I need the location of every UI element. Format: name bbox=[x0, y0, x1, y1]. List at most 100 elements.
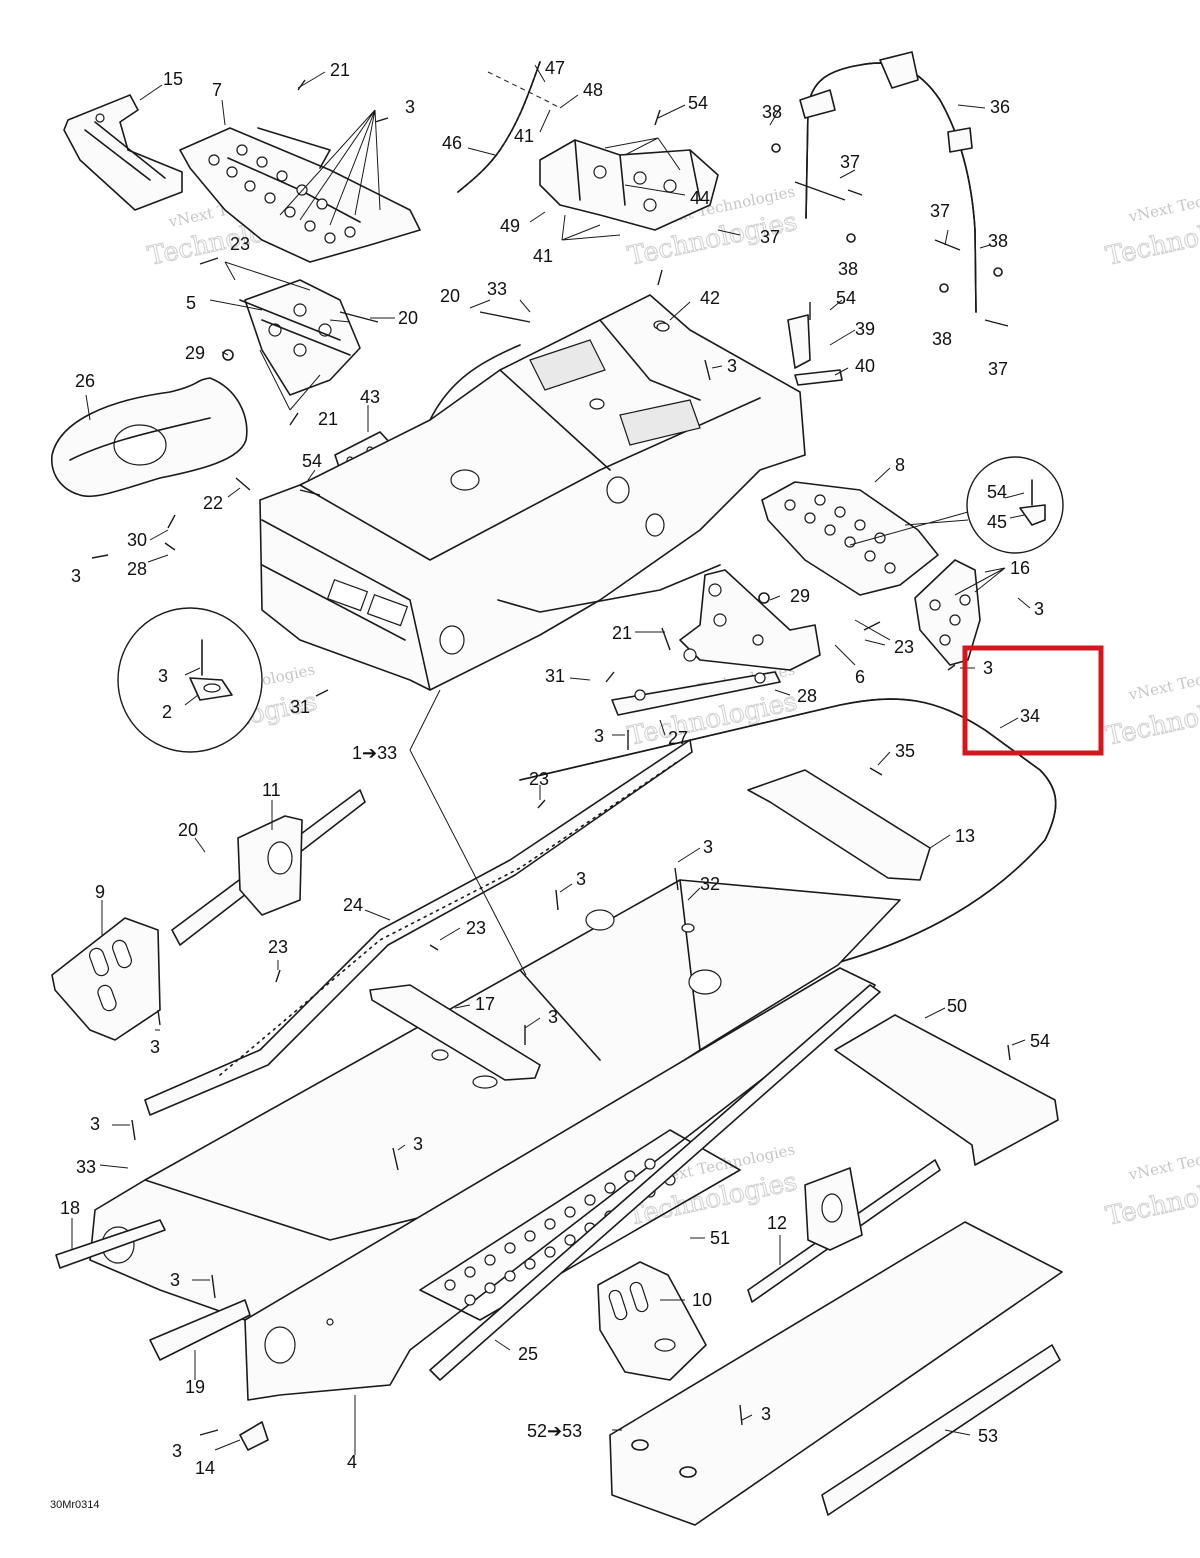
callout-label: 21 bbox=[318, 409, 338, 429]
callout-label: 46 bbox=[442, 133, 462, 153]
callout-label: 20 bbox=[440, 286, 460, 306]
part-18-bracket bbox=[55, 1219, 166, 1269]
part-44-bracket bbox=[539, 139, 719, 231]
callout-label: 3 bbox=[90, 1114, 100, 1134]
part-6-bracket bbox=[679, 569, 821, 671]
callout-label: 3 bbox=[1034, 599, 1044, 619]
callout-label: 3 bbox=[594, 726, 604, 746]
part-10-bracket bbox=[597, 1261, 707, 1381]
callout-label: 36 bbox=[990, 97, 1010, 117]
callout-label: 3 bbox=[727, 356, 737, 376]
detail-circle-2-3 bbox=[117, 607, 263, 753]
part-52-panel bbox=[609, 1221, 1063, 1526]
callout-label: 41 bbox=[533, 246, 553, 266]
callout-label: 6 bbox=[855, 667, 865, 687]
watermark-text: vNext Technologies bbox=[1126, 1135, 1200, 1184]
callout-label: 26 bbox=[75, 371, 95, 391]
part-26-guard bbox=[51, 377, 248, 498]
callout-label: 3 bbox=[983, 658, 993, 678]
callout-label: 49 bbox=[500, 216, 520, 236]
callout-label: 3 bbox=[761, 1404, 771, 1424]
callout-label: 40 bbox=[855, 356, 875, 376]
callout-label: 50 bbox=[947, 996, 967, 1016]
callout-label: 13 bbox=[955, 826, 975, 846]
callout-label: 47 bbox=[545, 58, 565, 78]
callout-label: 32 bbox=[700, 874, 720, 894]
part-11-bracket bbox=[171, 789, 366, 946]
callout-label: 23 bbox=[230, 234, 250, 254]
part-46-cable bbox=[457, 61, 561, 193]
callout-label: 37 bbox=[760, 227, 780, 247]
callout-label: 44 bbox=[690, 188, 710, 208]
fasteners bbox=[91, 79, 1011, 1436]
part-53-strip bbox=[821, 1344, 1061, 1516]
part-24-rail bbox=[144, 739, 693, 1116]
callout-label: 54 bbox=[1030, 1031, 1050, 1051]
callout-label: 1➔33 bbox=[352, 743, 397, 763]
callout-label: 23 bbox=[466, 918, 486, 938]
callout-label: 8 bbox=[895, 455, 905, 475]
callout-label: 3 bbox=[548, 1007, 558, 1027]
part-8-skid-plate bbox=[761, 481, 939, 596]
diagram-code: 30Mr0314 bbox=[50, 1499, 100, 1511]
callout-label: 52➔53 bbox=[527, 1421, 582, 1441]
callout-labels: 15 7 21 3 47 48 46 41 54 38 36 37 44 49 … bbox=[60, 58, 1050, 1478]
callout-label: 27 bbox=[668, 728, 688, 748]
part-13-plate bbox=[747, 769, 931, 881]
callout-label: 3 bbox=[170, 1270, 180, 1290]
callout-label: 23 bbox=[529, 769, 549, 789]
callout-label: 23 bbox=[268, 937, 288, 957]
callout-label: 29 bbox=[790, 586, 810, 606]
callout-label: 37 bbox=[930, 201, 950, 221]
part-36-hoop bbox=[799, 51, 977, 313]
callout-label: 14 bbox=[195, 1458, 215, 1478]
callout-label: 31 bbox=[290, 697, 310, 717]
part-12-bracket bbox=[747, 1159, 941, 1303]
callout-label: 54 bbox=[302, 451, 322, 471]
callout-label: 20 bbox=[178, 820, 198, 840]
part-39-40 bbox=[787, 314, 843, 386]
callout-label: 28 bbox=[127, 559, 147, 579]
callout-label: 25 bbox=[518, 1344, 538, 1364]
callout-label: 28 bbox=[797, 686, 817, 706]
callout-label: 38 bbox=[932, 329, 952, 349]
callout-label: 3 bbox=[71, 566, 81, 586]
callout-label: 33 bbox=[76, 1157, 96, 1177]
part-17-bracket bbox=[369, 984, 541, 1081]
callout-label: 3 bbox=[150, 1037, 160, 1057]
callout-label: 54 bbox=[987, 482, 1007, 502]
callout-label: 33 bbox=[487, 279, 507, 299]
callout-label: 43 bbox=[360, 387, 380, 407]
callout-label: 4 bbox=[347, 1452, 357, 1472]
callout-label: 20 bbox=[398, 308, 418, 328]
callout-label: 51 bbox=[710, 1228, 730, 1248]
callout-label: 53 bbox=[978, 1426, 998, 1446]
part-27-bar bbox=[611, 671, 781, 716]
callout-label: 54 bbox=[688, 93, 708, 113]
callout-label: 35 bbox=[895, 741, 915, 761]
callout-label: 37 bbox=[840, 152, 860, 172]
callout-label: 30 bbox=[127, 530, 147, 550]
callout-label: 38 bbox=[988, 231, 1008, 251]
part-5-bracket bbox=[239, 279, 361, 396]
callout-label: 2 bbox=[162, 702, 172, 722]
part-9-bracket bbox=[51, 917, 161, 1041]
callout-label: 29 bbox=[185, 343, 205, 363]
callout-label: 39 bbox=[855, 319, 875, 339]
callout-label: 38 bbox=[762, 102, 782, 122]
callout-label: 37 bbox=[988, 359, 1008, 379]
part-16-bracket bbox=[914, 559, 981, 666]
callout-label: 3 bbox=[413, 1134, 423, 1154]
callout-label: 3 bbox=[576, 869, 586, 889]
callout-label: 38 bbox=[838, 259, 858, 279]
callout-label: 45 bbox=[987, 512, 1007, 532]
callout-label: 18 bbox=[60, 1198, 80, 1218]
part-7-skid-plate bbox=[179, 127, 421, 263]
part-25-rail bbox=[429, 984, 881, 1381]
callout-label: 24 bbox=[343, 895, 363, 915]
callout-label: 48 bbox=[583, 80, 603, 100]
callout-label: 15 bbox=[163, 69, 183, 89]
callout-label: 3 bbox=[158, 666, 168, 686]
callout-label: 31 bbox=[545, 666, 565, 686]
